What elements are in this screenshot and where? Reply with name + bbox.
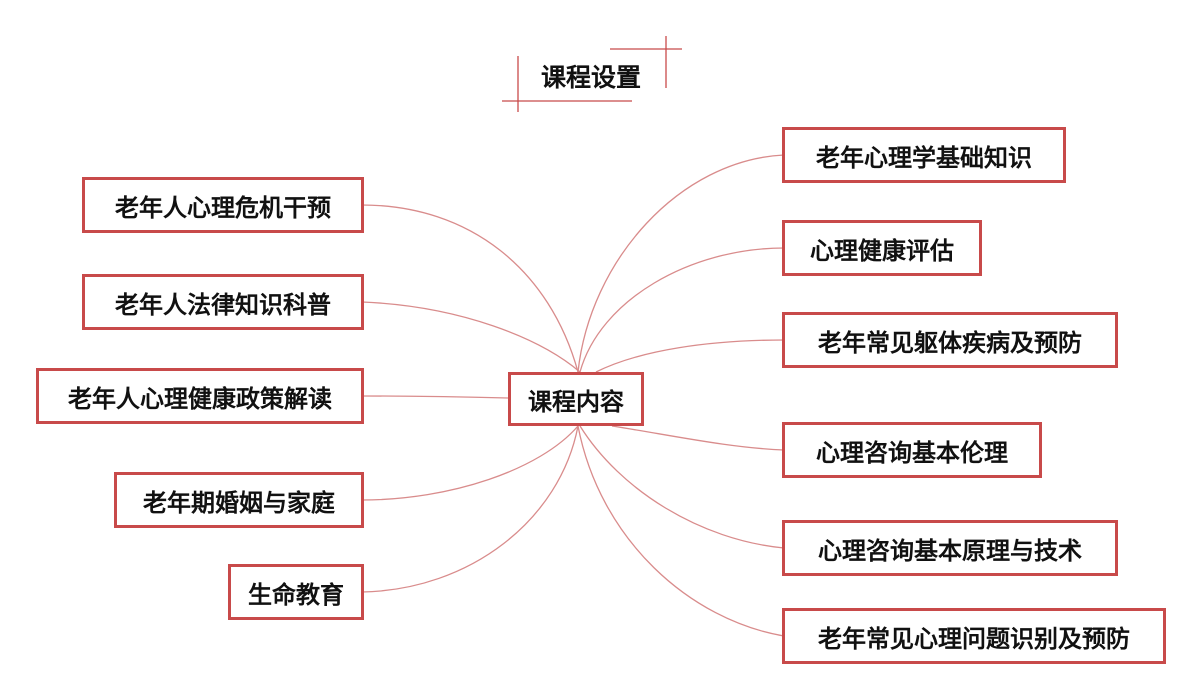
connector-left-2 bbox=[361, 301, 581, 373]
connector-left-1 bbox=[361, 204, 579, 373]
right-node-physical-diseases: 老年常见躯体疾病及预防 bbox=[782, 312, 1118, 368]
connector-right-5 bbox=[579, 425, 785, 549]
connector-right-3 bbox=[595, 339, 785, 373]
left-node-crisis-intervention: 老年人心理危机干预 bbox=[82, 177, 364, 233]
right-node-health-assessment: 心理健康评估 bbox=[782, 220, 982, 276]
left-node-life-education: 生命教育 bbox=[228, 564, 364, 620]
left-node-mental-health-policy: 老年人心理健康政策解读 bbox=[36, 368, 364, 424]
left-node-legal-knowledge: 老年人法律知识科普 bbox=[82, 274, 364, 330]
center-node: 课程内容 bbox=[508, 372, 644, 426]
connector-right-6 bbox=[577, 425, 785, 637]
right-node-counseling-ethics: 心理咨询基本伦理 bbox=[782, 422, 1042, 478]
right-node-counseling-principles: 心理咨询基本原理与技术 bbox=[782, 520, 1118, 576]
right-node-psychological-problems: 老年常见心理问题识别及预防 bbox=[782, 608, 1166, 664]
connector-left-3 bbox=[361, 395, 509, 399]
connector-left-5 bbox=[361, 425, 579, 593]
right-node-psychology-basics: 老年心理学基础知识 bbox=[782, 127, 1066, 183]
left-node-marriage-family: 老年期婚姻与家庭 bbox=[114, 472, 364, 528]
page-title: 课程设置 bbox=[540, 63, 641, 92]
connector-left-4 bbox=[361, 425, 579, 501]
title-decoration bbox=[502, 36, 682, 112]
connector-right-1 bbox=[577, 154, 785, 373]
connector-right-2 bbox=[579, 247, 785, 373]
connector-right-4 bbox=[611, 425, 785, 451]
